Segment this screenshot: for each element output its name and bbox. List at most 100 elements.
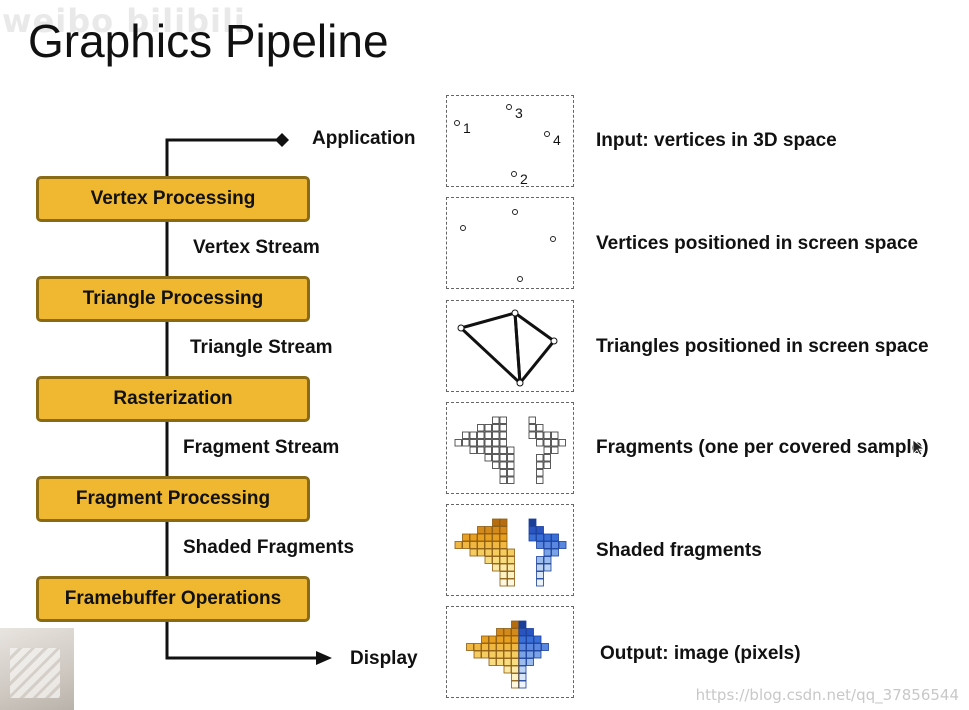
fragment-cell bbox=[492, 424, 500, 432]
corner-photo-fragment bbox=[0, 628, 74, 710]
shaded-fragment-cell bbox=[507, 556, 515, 564]
fragment-cell bbox=[484, 454, 492, 462]
application-arrow-head bbox=[275, 133, 289, 147]
fragment-cell bbox=[536, 454, 544, 462]
output-pixel bbox=[473, 650, 482, 659]
output-pixel bbox=[503, 665, 512, 674]
desc-triangles: Triangles positioned in screen space bbox=[596, 336, 929, 357]
shaded-fragment-cell bbox=[462, 533, 470, 542]
shaded-fragment-cell bbox=[469, 533, 478, 542]
desc-shaded-fragments: Shaded fragments bbox=[596, 540, 762, 561]
screen-vertex-d bbox=[517, 276, 523, 282]
output-pixel bbox=[526, 643, 534, 651]
shaded-fragment-cell bbox=[543, 556, 552, 564]
fragment-cell bbox=[536, 461, 544, 469]
shaded-fragment-cell bbox=[528, 526, 537, 534]
shaded-fragment-cell bbox=[536, 578, 544, 587]
fragment-cell bbox=[543, 439, 551, 447]
fragment-cell bbox=[543, 461, 551, 469]
output-pixel bbox=[488, 635, 497, 644]
output-pixel bbox=[533, 650, 542, 659]
fragment-cell bbox=[492, 416, 500, 424]
shaded-fragment-cell bbox=[499, 526, 508, 534]
shaded-fragment-cell bbox=[536, 526, 544, 534]
fragment-cell bbox=[528, 416, 536, 424]
output-pixel bbox=[533, 635, 542, 644]
shaded-fragment-cell bbox=[484, 533, 493, 542]
shaded-fragment-cell bbox=[499, 541, 508, 549]
output-pixel bbox=[481, 643, 489, 651]
output-pixel bbox=[511, 650, 519, 659]
fragment-cell bbox=[477, 431, 485, 439]
shaded-fragment-cell bbox=[551, 533, 559, 542]
output-pixel bbox=[518, 673, 527, 681]
shaded-fragment-cell bbox=[499, 563, 508, 572]
fragment-cell bbox=[536, 476, 544, 484]
output-pixel bbox=[488, 643, 497, 651]
fragment-cell bbox=[543, 454, 551, 462]
shaded-fragment-cell bbox=[543, 541, 552, 549]
fragment-cell bbox=[528, 424, 536, 432]
shaded-fragment-cell bbox=[484, 541, 493, 549]
fragment-cell bbox=[492, 431, 500, 439]
shaded-fragment-cell bbox=[499, 548, 508, 557]
shaded-fragment-cell bbox=[551, 548, 559, 557]
fragment-cell bbox=[507, 461, 515, 469]
shaded-fragment-cell bbox=[507, 563, 515, 572]
panel-screen-vertices bbox=[446, 197, 574, 289]
desc-screen-vertices: Vertices positioned in screen space bbox=[596, 233, 919, 254]
fragment-cell bbox=[492, 446, 500, 454]
screen-vertex-b bbox=[512, 209, 518, 215]
display-arrow-head bbox=[316, 651, 332, 665]
fragment-cell bbox=[492, 454, 500, 462]
vertex-point-2 bbox=[511, 171, 517, 177]
shaded-fragment-cell bbox=[528, 518, 537, 527]
output-pixel bbox=[488, 650, 497, 659]
mouse-cursor-icon bbox=[913, 440, 925, 456]
fragment-cell bbox=[507, 469, 515, 477]
shaded-fragment-cell bbox=[462, 541, 470, 549]
output-pixel bbox=[518, 635, 527, 644]
fragment-cell bbox=[507, 454, 515, 462]
shaded-fragment-cell bbox=[492, 518, 500, 527]
fragment-cell bbox=[551, 439, 559, 447]
fragment-cell bbox=[492, 439, 500, 447]
fragment-cell bbox=[499, 476, 507, 484]
output-pixel bbox=[496, 628, 504, 636]
fragment-cell bbox=[477, 424, 485, 432]
shaded-fragment-cell bbox=[543, 548, 552, 557]
shaded-fragment-cell bbox=[477, 541, 485, 549]
fragment-cell bbox=[477, 446, 485, 454]
fragment-cell bbox=[469, 446, 477, 454]
output-pixel bbox=[518, 658, 527, 666]
output-pixel bbox=[518, 620, 527, 629]
fragment-cell bbox=[499, 431, 507, 439]
shaded-fragment-cell bbox=[477, 526, 485, 534]
shaded-fragment-cell bbox=[484, 526, 493, 534]
output-pixel bbox=[503, 635, 512, 644]
output-pixel bbox=[511, 643, 519, 651]
vertex-point-3 bbox=[506, 104, 512, 110]
fragment-cell bbox=[484, 424, 492, 432]
stream-fragment: Fragment Stream bbox=[183, 437, 340, 458]
screen-vertex-c bbox=[550, 236, 556, 242]
shaded-fragment-cell bbox=[536, 533, 544, 542]
vertex-point-4 bbox=[544, 131, 550, 137]
shaded-fragment-cell bbox=[484, 548, 493, 557]
output-pixel bbox=[496, 643, 504, 651]
shaded-fragment-cell bbox=[477, 548, 485, 557]
fragment-cell bbox=[536, 431, 544, 439]
output-pixel bbox=[518, 650, 527, 659]
output-pixel bbox=[511, 673, 519, 681]
shaded-fragment-cell bbox=[543, 533, 552, 542]
shaded-fragment-cell bbox=[499, 518, 508, 527]
shaded-fragment-cell bbox=[492, 563, 500, 572]
output-pixel bbox=[511, 628, 519, 636]
stage-triangle-processing: Triangle Processing bbox=[36, 276, 310, 322]
shaded-fragment-cell bbox=[536, 541, 544, 549]
shaded-fragment-cell bbox=[484, 556, 493, 564]
desc-output-image: Output: image (pixels) bbox=[600, 643, 801, 664]
shaded-fragment-cell bbox=[536, 556, 544, 564]
fragment-cell bbox=[499, 461, 507, 469]
application-label: Application bbox=[312, 128, 416, 149]
